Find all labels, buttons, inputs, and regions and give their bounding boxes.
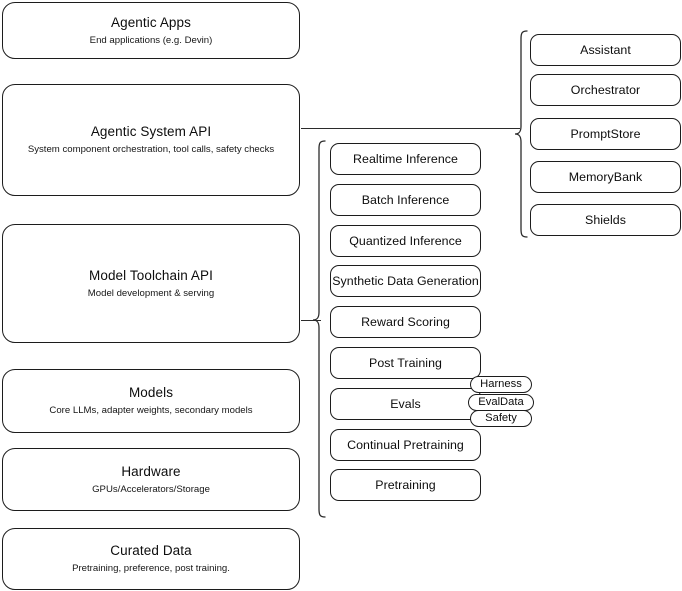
connector-toolchain-api-to-components: [301, 320, 321, 322]
component-box-synthetic-data-generation[interactable]: Synthetic Data Generation: [330, 265, 481, 297]
toolchain-brace: [312, 140, 326, 518]
system-components-brace: [514, 30, 528, 238]
component-box-reward-scoring[interactable]: Reward Scoring: [330, 306, 481, 338]
layer-title: Models: [128, 385, 174, 400]
connector-system-api-to-components: [301, 128, 520, 130]
component-box-post-training[interactable]: Post Training: [330, 347, 481, 379]
layer-title: Agentic Apps: [110, 14, 191, 30]
layer-subtitle: GPUs/Accelerators/Storage: [92, 483, 210, 495]
layer-subtitle: Pretraining, preference, post training.: [72, 563, 230, 574]
component-box-assistant[interactable]: Assistant: [530, 34, 681, 66]
layer-box-models[interactable]: Models Core LLMs, adapter weights, secon…: [2, 369, 300, 433]
component-box-promptstore[interactable]: PromptStore: [530, 118, 681, 150]
pill-safety[interactable]: Safety: [470, 410, 532, 427]
layer-subtitle: Model development & serving: [87, 287, 215, 299]
pill-evaldata[interactable]: EvalData: [468, 394, 534, 411]
component-box-evals[interactable]: Evals: [330, 388, 481, 420]
component-box-realtime-inference[interactable]: Realtime Inference: [330, 143, 481, 175]
layer-title: Model Toolchain API: [89, 267, 213, 283]
layer-box-agentic-apps[interactable]: Agentic Apps End applications (e.g. Devi…: [2, 2, 300, 59]
layer-title: Agentic System API: [90, 124, 212, 139]
component-box-shields[interactable]: Shields: [530, 204, 681, 236]
component-box-pretraining[interactable]: Pretraining: [330, 469, 481, 501]
component-box-quantized-inference[interactable]: Quantized Inference: [330, 225, 481, 257]
layer-subtitle: End applications (e.g. Devin): [89, 34, 213, 46]
layer-subtitle: System component orchestration, tool cal…: [27, 144, 275, 155]
component-box-batch-inference[interactable]: Batch Inference: [330, 184, 481, 216]
component-box-orchestrator[interactable]: Orchestrator: [530, 74, 681, 106]
layer-title: Curated Data: [110, 543, 192, 558]
layer-box-hardware[interactable]: Hardware GPUs/Accelerators/Storage: [2, 448, 300, 511]
layer-box-agentic-system-api[interactable]: Agentic System API System component orch…: [2, 84, 300, 196]
component-box-memorybank[interactable]: MemoryBank: [530, 161, 681, 193]
layer-subtitle: Core LLMs, adapter weights, secondary mo…: [49, 405, 253, 416]
component-box-continual-pretraining[interactable]: Continual Pretraining: [330, 429, 481, 461]
layer-box-curated-data[interactable]: Curated Data Pretraining, preference, po…: [2, 528, 300, 590]
pill-harness[interactable]: Harness: [470, 376, 532, 393]
layer-box-model-toolchain-api[interactable]: Model Toolchain API Model development & …: [2, 224, 300, 343]
layer-title: Hardware: [121, 463, 181, 479]
